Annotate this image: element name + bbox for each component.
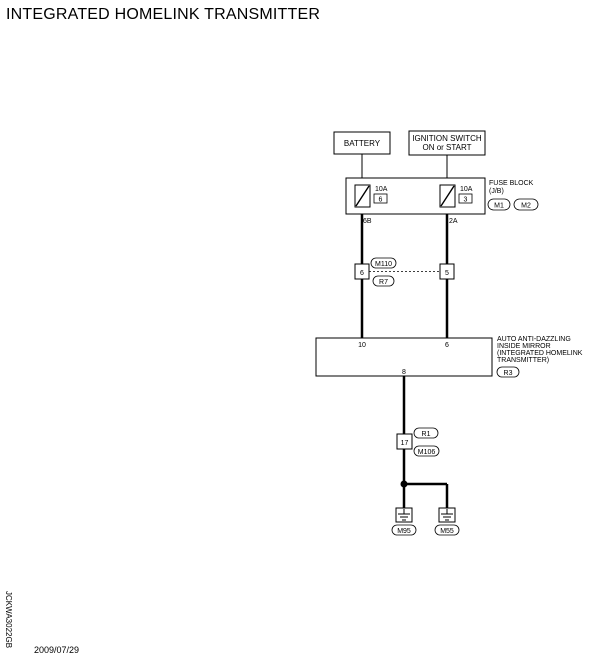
svg-text:R1: R1 — [422, 431, 431, 438]
ignition-label-line1: IGNITION SWITCH — [412, 134, 482, 143]
terminal-left-label: 6B — [363, 218, 372, 225]
battery-label: BATTERY — [344, 139, 381, 148]
mirror-label-line4: TRANSMITTER) — [497, 357, 549, 364]
connector-tag-m106: M106 — [413, 445, 440, 457]
mirror-label-line1: AUTO ANTI-DAZZLING — [497, 336, 571, 343]
fuse-block: 10A 6 10A 3 — [345, 177, 486, 215]
fuse-left-amps: 10A — [375, 186, 388, 193]
ground-tag-m55: M55 — [434, 524, 460, 536]
svg-text:M55: M55 — [440, 528, 454, 535]
joint-connector-m110-r7: 6 5 — [354, 263, 455, 280]
mirror-label-line2: INSIDE MIRROR — [497, 343, 551, 350]
ground-icon — [395, 507, 413, 523]
diagram-code: JCKWA3022GB — [4, 590, 14, 649]
lower-joint-pin: 17 — [401, 440, 409, 447]
joint-connector-r1-m106: 17 — [396, 433, 413, 450]
svg-text:M2: M2 — [521, 203, 531, 210]
svg-text:M95: M95 — [397, 528, 411, 535]
fuse-right-amps: 10A — [460, 186, 473, 193]
ignition-switch-source: IGNITION SWITCH ON or START — [408, 130, 486, 156]
connector-tag-m1: M1 — [487, 198, 511, 211]
fuse-left-number: 6 — [379, 197, 383, 204]
connector-tag-r7: R7 — [372, 275, 395, 287]
svg-text:M1: M1 — [494, 203, 504, 210]
battery-source: BATTERY — [333, 131, 391, 155]
mirror-pin-right: 6 — [445, 342, 449, 349]
ground-tag-m95: M95 — [391, 524, 417, 536]
svg-text:M106: M106 — [418, 449, 436, 456]
ground-icon — [438, 507, 456, 523]
terminal-right-label: 2A — [449, 218, 458, 225]
joint-right-pin: 5 — [445, 270, 449, 277]
fuse-block-label-line2: (J/B) — [489, 188, 504, 195]
diagram-title: INTEGRATED HOMELINK TRANSMITTER — [6, 6, 321, 23]
connector-tag-r1: R1 — [413, 427, 439, 439]
connector-tag-m2: M2 — [513, 198, 539, 211]
mirror-label-line3: (INTEGRATED HOMELINK — [497, 350, 583, 357]
fuse-right-number: 3 — [464, 197, 468, 204]
mirror-pin-left: 10 — [358, 342, 366, 349]
joint-left-pin: 6 — [360, 270, 364, 277]
diagram-date: 2009/07/29 — [34, 645, 80, 655]
connector-tag-m110: M110 — [370, 257, 397, 269]
fuse-block-label-line1: FUSE BLOCK — [489, 180, 534, 187]
connector-tag-r3: R3 — [496, 366, 520, 378]
svg-text:R7: R7 — [379, 279, 388, 286]
svg-text:M110: M110 — [375, 261, 392, 268]
auto-anti-dazzling-mirror: 10 6 8 — [315, 337, 493, 377]
svg-text:R3: R3 — [504, 370, 513, 377]
mirror-pin-bottom: 8 — [402, 369, 406, 376]
ignition-label-line2: ON or START — [422, 143, 471, 152]
